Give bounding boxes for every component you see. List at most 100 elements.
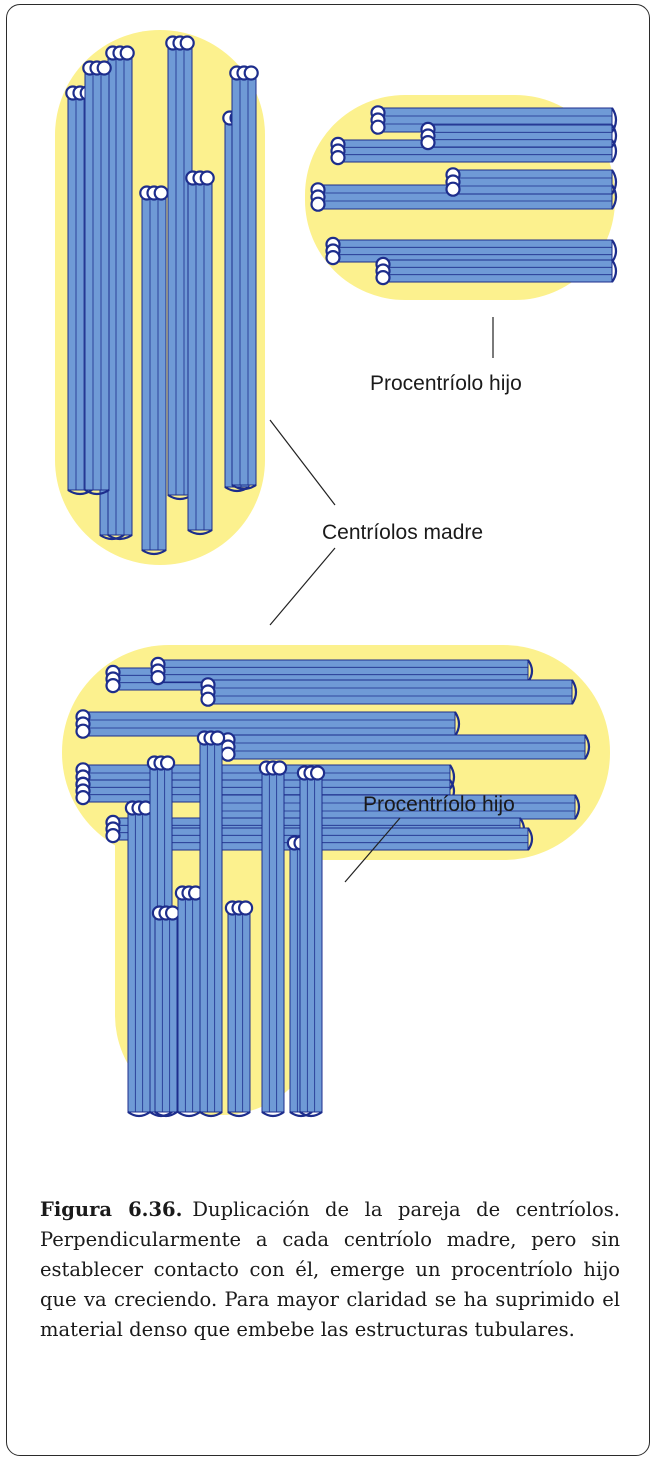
tubule-triplet	[83, 62, 110, 495]
microtubule-triplet-ends	[126, 802, 152, 815]
label-centriolos-madre: Centríolos madre	[322, 521, 483, 544]
tubule-body	[85, 712, 455, 736]
microtubule-end	[273, 762, 286, 775]
microtubule-triplet-ends	[298, 767, 324, 780]
label-procentriolo-bottom: Procentríolo hijo	[363, 793, 515, 816]
tubule-triplet	[186, 172, 213, 535]
tubule-triplet	[260, 762, 286, 1117]
tubule-end-cap	[262, 1112, 284, 1116]
microtubule-triplet-ends	[312, 183, 325, 210]
tubule-body	[335, 240, 612, 262]
microtubule-triplet-ends	[202, 678, 215, 705]
tubule-end-cap	[612, 240, 616, 262]
microtubule-triplet-ends	[77, 778, 90, 804]
microtubule-triplet-ends	[230, 67, 257, 80]
microtubule-end	[77, 725, 90, 738]
centriole-duplication-illustration: Procentríolo hijo Centríolos madre Proce…	[0, 0, 657, 1180]
tubule-body	[230, 735, 585, 759]
tubule-body	[188, 180, 212, 530]
tubule-body	[228, 910, 250, 1112]
microtubule-end	[202, 693, 215, 706]
microtubule-end	[311, 767, 324, 780]
leader-line-centriolos-madre-lower	[270, 548, 335, 625]
tubule-triplet	[153, 907, 179, 1117]
microtubule-end	[239, 902, 252, 915]
microtubule-triplet-ends	[186, 172, 213, 185]
tubule-triplet	[126, 802, 152, 1117]
tubule-body	[128, 810, 150, 1112]
tubule-triplet	[77, 710, 460, 737]
tubule-body	[200, 740, 222, 1112]
leader-line-centriolos-madre-upper	[270, 420, 335, 505]
microtubule-end	[121, 47, 134, 60]
label-procentriolo-top: Procentríolo hijo	[370, 372, 522, 395]
microtubule-end	[327, 251, 340, 264]
tubule-body	[108, 55, 132, 535]
tubule-body	[142, 195, 166, 550]
microtubule-triplet-ends	[198, 732, 224, 745]
tubule-end-cap	[612, 260, 616, 282]
microtubule-end	[332, 151, 345, 164]
tubule-body	[155, 915, 177, 1112]
microtubule-end	[312, 198, 325, 211]
tubule-triplet	[140, 187, 167, 555]
microtubule-end	[155, 187, 168, 200]
microtubule-end	[372, 121, 385, 134]
tubule-body	[300, 775, 322, 1112]
microtubule-end	[447, 183, 460, 196]
microtubule-triplet-ends	[77, 710, 90, 737]
figure-number: Figura 6.36.	[40, 1198, 182, 1221]
tubule-body	[210, 680, 572, 704]
microtubule-end	[152, 671, 165, 684]
microtubule-triplet-ends	[332, 138, 345, 164]
tubule-body	[85, 70, 109, 490]
microtubule-end	[181, 37, 194, 50]
microtubule-triplet-ends	[422, 123, 435, 149]
tubule-body	[232, 75, 256, 485]
microtubule-triplet-ends	[372, 106, 385, 133]
tubule-triplet	[106, 47, 133, 540]
tubule-body	[160, 660, 528, 682]
microtubule-end	[98, 62, 111, 75]
microtubule-triplet-ends	[260, 762, 286, 775]
tubule-triplet	[230, 67, 257, 490]
tubule-triplet	[198, 732, 224, 1117]
tubule-triplet	[422, 123, 617, 149]
microtubule-end	[107, 829, 120, 842]
microtubule-triplet-ends	[140, 187, 167, 200]
tubule-triplet	[202, 678, 577, 705]
microtubule-end	[245, 67, 258, 80]
microtubule-end	[377, 271, 390, 284]
microtubule-end	[222, 748, 235, 761]
microtubule-triplet-ends	[226, 902, 252, 915]
microtubule-end	[201, 172, 214, 185]
tubule-body	[430, 125, 612, 147]
tubule-triplet	[447, 168, 617, 195]
microtubule-triplet-ends	[327, 238, 340, 264]
microtubule-end	[107, 679, 120, 692]
tubule-triplet	[298, 767, 324, 1117]
tubule-body	[455, 170, 612, 194]
microtubule-end	[77, 791, 90, 804]
microtubule-triplet-ends	[148, 757, 174, 770]
microtubule-end	[166, 907, 179, 920]
tubule-body	[178, 895, 200, 1112]
microtubule-triplet-ends	[166, 37, 193, 50]
tubule-triplet	[377, 258, 617, 284]
microtubule-triplet-ends	[107, 666, 120, 692]
microtubule-triplet-ends	[447, 168, 460, 195]
microtubule-end	[422, 136, 435, 149]
tubule-body	[262, 770, 284, 1112]
figure-caption: Figura 6.36.Duplicación de la pareja de …	[40, 1195, 620, 1345]
microtubule-triplet-ends	[83, 62, 110, 75]
microtubule-triplet-ends	[107, 816, 120, 842]
tubule-triplet	[176, 887, 202, 1117]
microtubule-triplet-ends	[152, 658, 165, 684]
tubule-triplet	[222, 733, 590, 760]
tubule-triplet	[226, 902, 252, 1117]
tubule-end-cap	[128, 1112, 150, 1116]
tubule-body	[385, 260, 612, 282]
microtubule-triplet-ends	[106, 47, 133, 60]
microtubule-end	[211, 732, 224, 745]
microtubule-end	[161, 757, 174, 770]
